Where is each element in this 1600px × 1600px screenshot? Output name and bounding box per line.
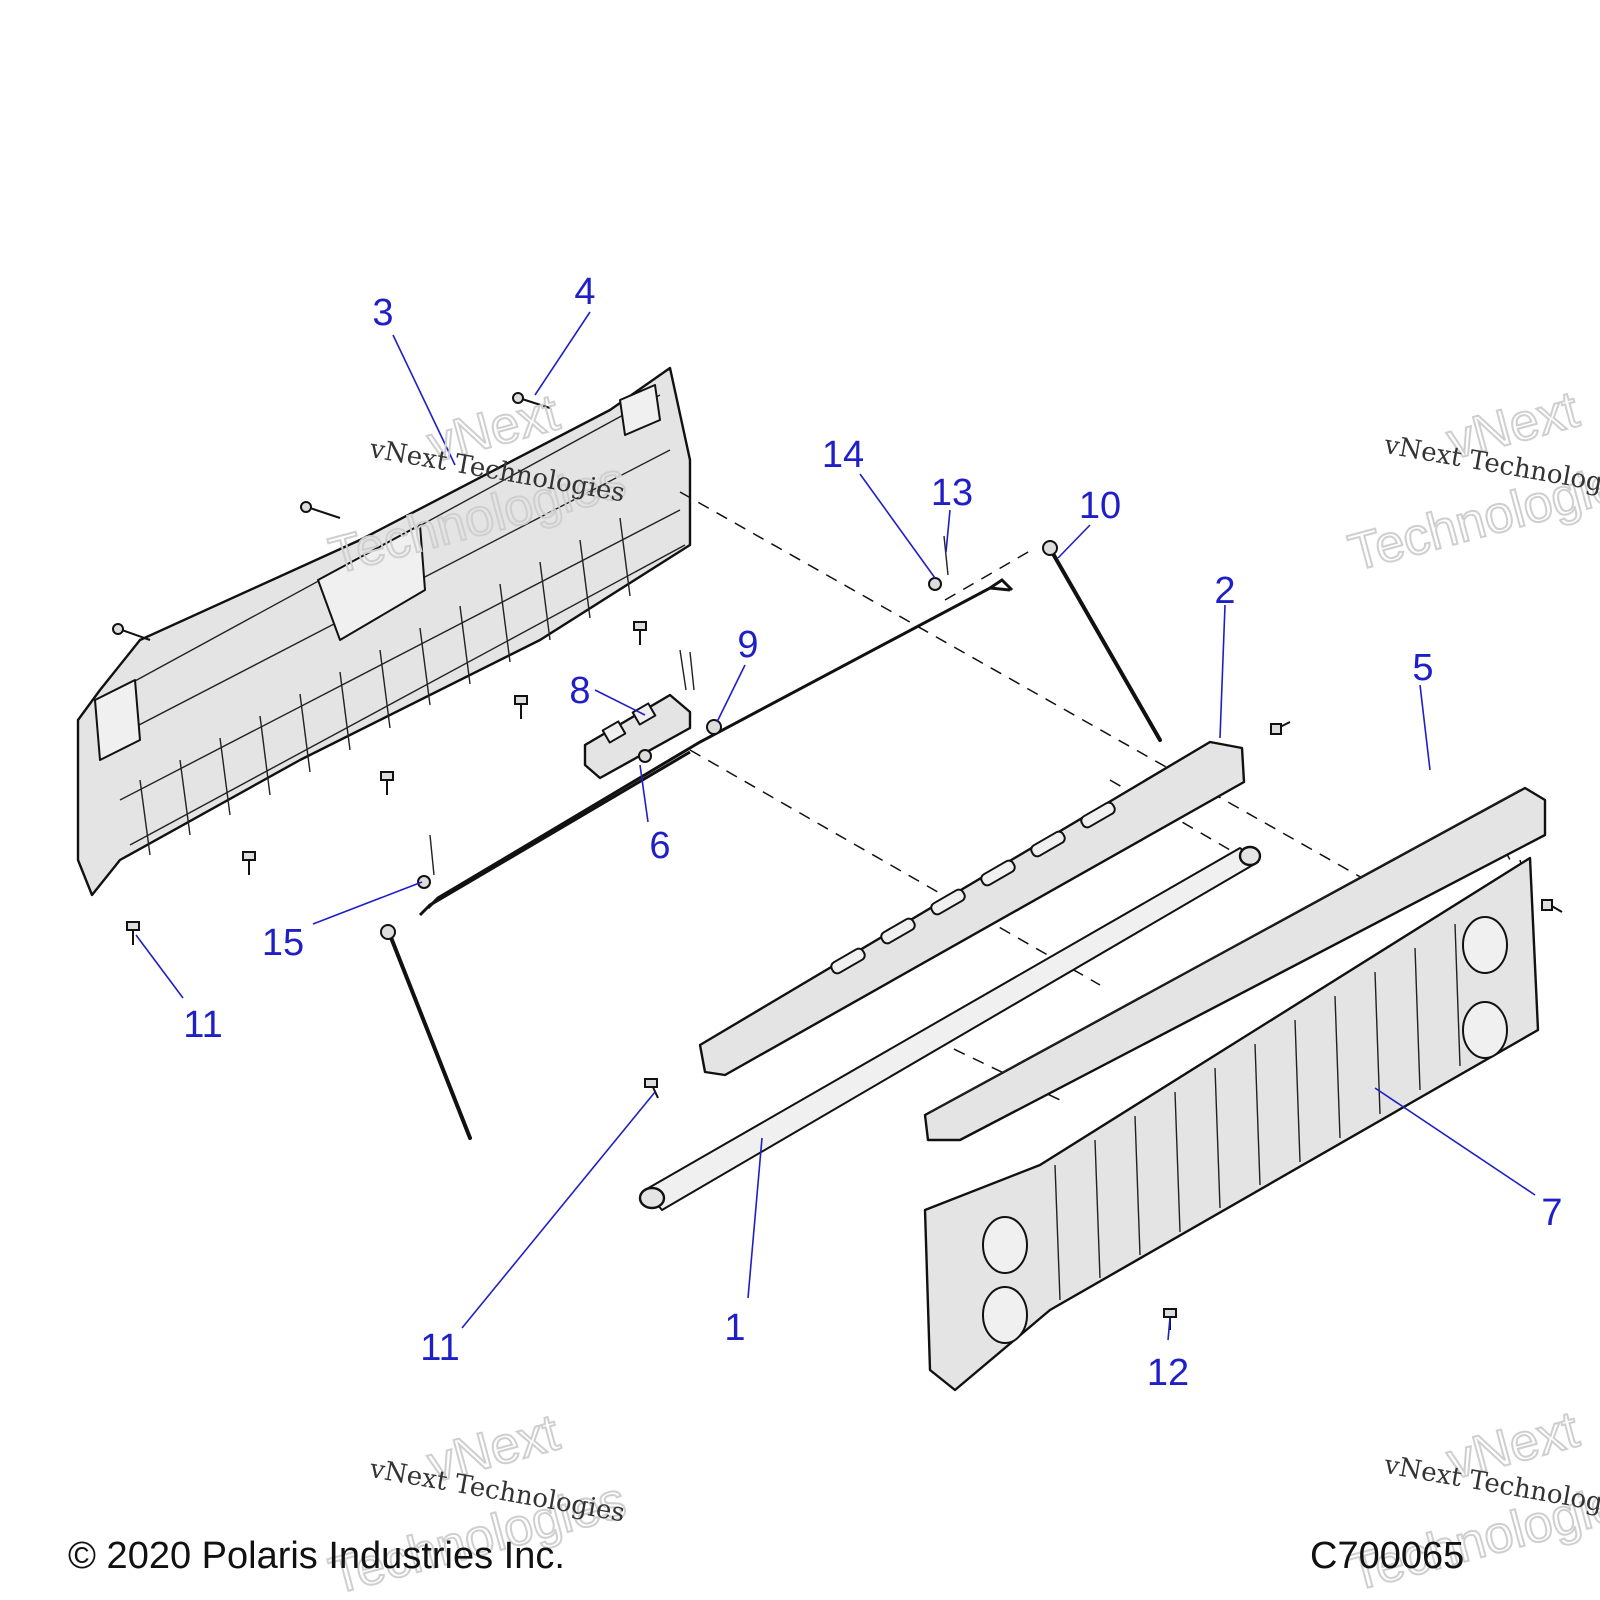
part-1-lower-tube xyxy=(638,845,1262,1211)
leader-lines xyxy=(135,311,1536,1341)
watermark-top-right: vNext Technologies vNext Technologies xyxy=(1342,379,1600,583)
part-10-support-cables xyxy=(380,540,1162,1140)
part-5-top-cap xyxy=(923,786,1547,1142)
callout-4: 4 xyxy=(574,271,595,313)
callout-7: 7 xyxy=(1541,1192,1562,1234)
part-6-latch-rods xyxy=(418,578,1014,917)
callout-8: 8 xyxy=(569,670,590,712)
drawing-number: C700065 xyxy=(1310,1535,1464,1577)
callouts: 1 2 3 4 5 6 7 8 9 10 11 11 12 13 14 15 xyxy=(183,271,1562,1394)
callout-10: 10 xyxy=(1079,485,1121,527)
copyright-notice: © 2020 Polaris Industries Inc. xyxy=(68,1535,565,1577)
fasteners xyxy=(126,621,1563,1330)
callout-15: 15 xyxy=(262,922,304,964)
part-4-bolts xyxy=(112,392,551,641)
callout-14: 14 xyxy=(822,434,864,476)
callout-9: 9 xyxy=(737,624,758,666)
part-3-inner-panel xyxy=(76,366,692,897)
callout-6: 6 xyxy=(649,825,670,867)
callout-12: 12 xyxy=(1147,1352,1189,1394)
callout-13: 13 xyxy=(931,472,973,514)
callout-1: 1 xyxy=(724,1307,745,1349)
part-2-upper-rail xyxy=(698,740,1246,1077)
callout-3: 3 xyxy=(372,292,393,334)
part-7-outer-tailgate xyxy=(923,856,1540,1392)
callout-2: 2 xyxy=(1214,570,1235,612)
callout-11b: 11 xyxy=(420,1327,459,1369)
clips xyxy=(417,535,949,889)
callout-11a: 11 xyxy=(183,1004,222,1046)
callout-5: 5 xyxy=(1412,647,1433,689)
